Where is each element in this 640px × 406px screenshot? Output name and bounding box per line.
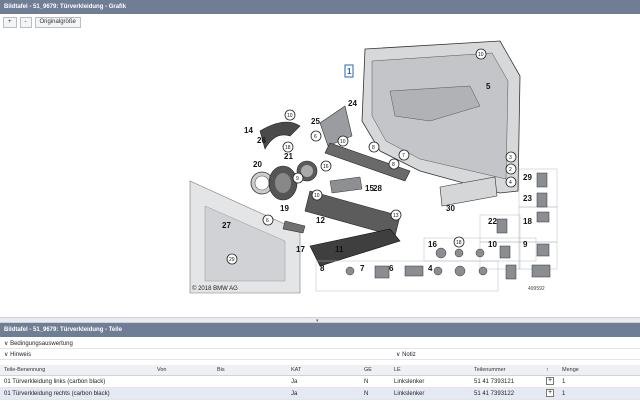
chevron-down-icon: ∨ <box>396 352 403 358</box>
cell-ge: N <box>364 391 369 397</box>
svg-text:9: 9 <box>523 240 528 249</box>
graphic-panel-title: Bildtafel - 51_9679: Türverkleidung - Gr… <box>0 0 640 14</box>
add-to-cart-icon[interactable]: + <box>546 376 554 385</box>
svg-text:11: 11 <box>335 245 344 254</box>
svg-text:21: 21 <box>284 152 293 161</box>
copyright-text: © 2018 BMW AG <box>192 285 238 292</box>
conditions-label: Bedingungsauswertung <box>10 341 73 347</box>
panel-splitter[interactable]: ▾ <box>0 317 640 324</box>
cell-quantity: 1 <box>562 379 566 385</box>
parts-diagram-svg: 10 10 10 6 8 8 7 3 2 4 18 16 9 10 6 13 2… <box>189 40 558 294</box>
svg-text:16: 16 <box>428 240 437 249</box>
cell-from <box>153 388 213 399</box>
cell-part-number: 51 41 7393121 <box>474 379 515 385</box>
svg-text:8: 8 <box>320 264 325 273</box>
svg-text:15: 15 <box>365 184 374 193</box>
svg-text:19: 19 <box>280 204 289 213</box>
col-header-kat[interactable]: KAT <box>291 367 302 373</box>
svg-text:17: 17 <box>296 245 305 254</box>
svg-text:6: 6 <box>314 134 317 140</box>
add-to-cart-icon[interactable]: + <box>546 388 554 397</box>
svg-text:10: 10 <box>314 193 320 199</box>
svg-text:29: 29 <box>229 257 235 263</box>
svg-text:6: 6 <box>389 264 394 273</box>
svg-text:20: 20 <box>253 160 262 169</box>
parts-diagram[interactable]: 10 10 10 6 8 8 7 3 2 4 18 16 9 10 6 13 2… <box>0 31 640 317</box>
svg-text:30: 30 <box>446 204 455 213</box>
svg-text:18: 18 <box>523 217 532 226</box>
svg-text:18: 18 <box>456 240 462 246</box>
svg-text:4: 4 <box>428 264 433 273</box>
svg-text:5: 5 <box>486 82 491 91</box>
svg-text:23: 23 <box>523 194 532 203</box>
svg-text:10: 10 <box>287 113 293 119</box>
cell-ge: N <box>364 379 369 385</box>
hints-section[interactable]: ∨ Hinweis ∨ Notiz <box>0 350 640 360</box>
svg-text:29: 29 <box>523 173 532 182</box>
col-header-ge[interactable]: GE <box>364 367 372 373</box>
parts-table: Teile-Benennung Von Bis KAT GE LE Teilen… <box>0 365 640 400</box>
col-header-to[interactable]: Bis <box>217 367 225 373</box>
table-row[interactable]: 01 Türverkleidung rechts (carbon black) … <box>0 388 640 400</box>
parts-panel-title: Bildtafel - 51_9679: Türverkleidung - Te… <box>0 323 640 337</box>
cell-to <box>213 376 287 387</box>
cell-name: 01 Türverkleidung rechts (carbon black) <box>4 391 110 397</box>
conditions-section[interactable]: ∨ Bedingungsauswertung <box>0 339 640 349</box>
image-number: 499592 <box>528 286 545 292</box>
svg-text:25: 25 <box>311 117 320 126</box>
original-size-button[interactable]: Originalgröße <box>34 17 81 28</box>
svg-text:4: 4 <box>509 180 512 186</box>
svg-text:9: 9 <box>296 176 299 182</box>
svg-text:18: 18 <box>285 145 291 151</box>
chevron-down-icon: ∨ <box>4 352 11 358</box>
svg-text:8: 8 <box>372 145 375 151</box>
svg-text:7: 7 <box>402 153 405 159</box>
zoom-in-button[interactable]: + <box>3 17 17 28</box>
cell-name: 01 Türverkleidung links (carbon black) <box>4 379 106 385</box>
svg-text:10: 10 <box>340 139 346 145</box>
cell-quantity: 1 <box>562 391 566 397</box>
table-header: Teile-Benennung Von Bis KAT GE LE Teilen… <box>0 365 640 376</box>
svg-text:7: 7 <box>360 264 365 273</box>
cell-to <box>213 388 287 399</box>
svg-text:24: 24 <box>348 99 357 108</box>
svg-text:10: 10 <box>478 52 484 58</box>
cell-kat: Ja <box>291 391 298 397</box>
cell-part-number: 51 41 7393122 <box>474 391 515 397</box>
svg-text:22: 22 <box>488 217 497 226</box>
col-header-part-number[interactable]: Teilenummer <box>474 367 506 373</box>
cell-kat: Ja <box>291 379 298 385</box>
note-section[interactable]: ∨ Notiz <box>396 350 416 360</box>
hints-label: Hinweis <box>10 352 32 358</box>
svg-text:6: 6 <box>266 218 269 224</box>
cell-le: Linkslenker <box>394 379 425 385</box>
col-header-name[interactable]: Teile-Benennung <box>4 367 46 373</box>
note-label: Notiz <box>402 352 416 358</box>
graphic-toolbar: + - Originalgröße <box>3 17 81 29</box>
col-header-from[interactable]: Von <box>157 367 167 373</box>
svg-text:28: 28 <box>373 184 382 193</box>
svg-text:2: 2 <box>509 167 512 173</box>
svg-text:3: 3 <box>509 155 512 161</box>
svg-text:13: 13 <box>393 213 399 219</box>
cell-from <box>153 376 213 387</box>
svg-text:12: 12 <box>316 216 325 225</box>
svg-text:16: 16 <box>323 164 329 170</box>
svg-text:26: 26 <box>257 136 266 145</box>
svg-text:1: 1 <box>347 67 352 76</box>
col-header-sort[interactable]: ↑ <box>546 367 549 373</box>
col-header-quantity[interactable]: Menge <box>562 367 579 373</box>
svg-text:8: 8 <box>392 162 395 168</box>
svg-text:14: 14 <box>244 126 253 135</box>
table-row[interactable]: 01 Türverkleidung links (carbon black) J… <box>0 376 640 388</box>
cell-le: Linkslenker <box>394 391 425 397</box>
svg-text:27: 27 <box>222 221 231 230</box>
col-header-le[interactable]: LE <box>394 367 401 373</box>
chevron-down-icon: ∨ <box>4 341 11 347</box>
splitter-grip-icon[interactable]: ▾ <box>316 318 319 324</box>
svg-text:10: 10 <box>488 240 497 249</box>
zoom-out-button[interactable]: - <box>19 17 32 28</box>
